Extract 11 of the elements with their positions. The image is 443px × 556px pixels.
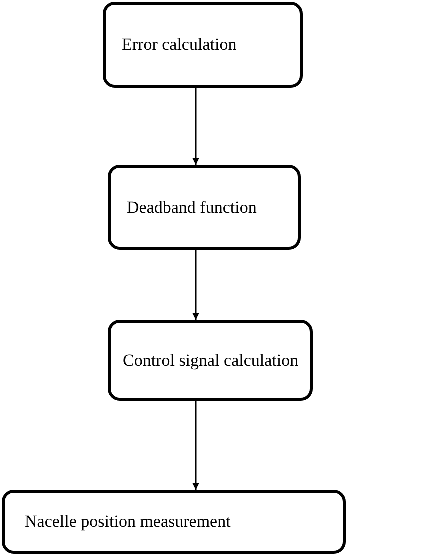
box-label: Control signal calculation (123, 350, 299, 370)
box-label: Nacelle position measurement (25, 512, 231, 532)
process-box (2, 490, 346, 554)
process-box (108, 165, 301, 250)
arrow (192, 401, 200, 490)
box-label: Error calculation (122, 35, 237, 55)
arrow (192, 250, 200, 320)
process-box (103, 2, 303, 88)
arrow (192, 88, 200, 165)
box-label: Deadband function (127, 198, 257, 218)
process-box (108, 320, 313, 401)
